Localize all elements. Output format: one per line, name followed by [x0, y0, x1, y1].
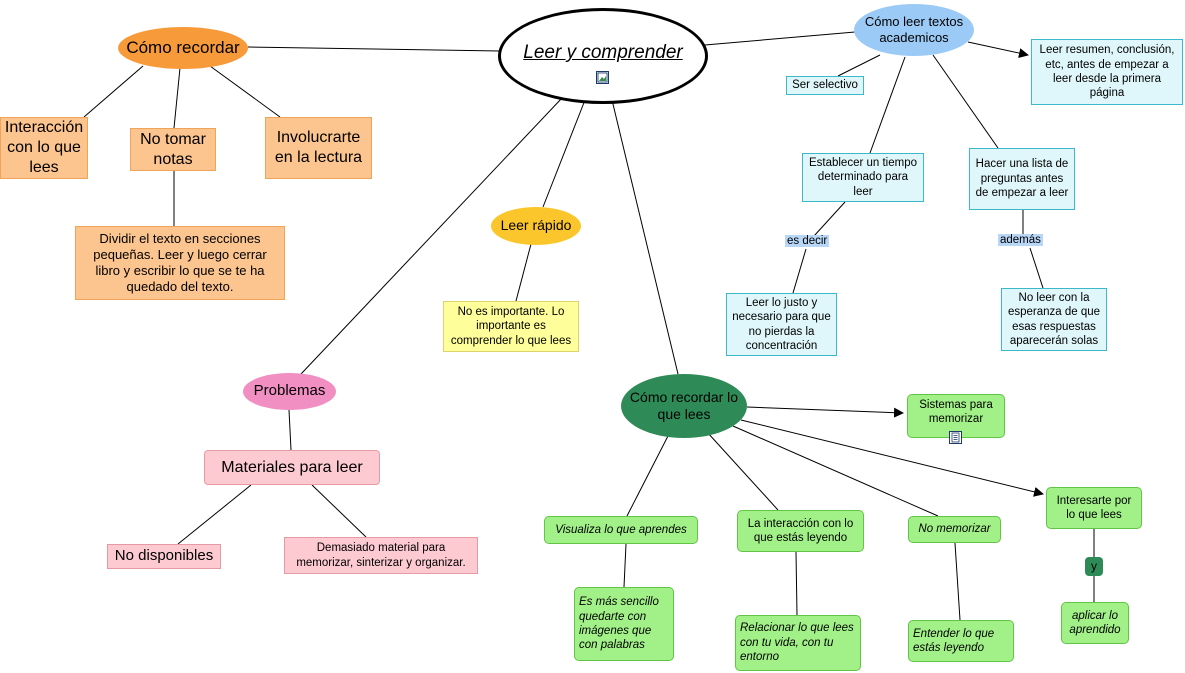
leer-justo-node[interactable]: Leer lo justo y necesario para que no pi… [726, 293, 837, 356]
lista-preguntas-label: Hacer una lista de preguntas antes de em… [975, 158, 1069, 200]
leer-rapido-label: Leer rápido [500, 217, 572, 234]
materiales-node[interactable]: Materiales para leer [204, 450, 380, 485]
involucrarte-label: Involucrarte en la lectura [274, 129, 363, 166]
interesarte-node[interactable]: Interesarte por lo que lees [1046, 487, 1142, 529]
interesarte-label: Interesarte por lo que lees [1056, 494, 1132, 521]
no-memorizar-node[interactable]: No memorizar [908, 516, 1001, 543]
mas-sencillo-label: Es más sencillo quedarte con imágenes qu… [579, 596, 659, 652]
leer-resumen-label: Leer resumen, conclusión, etc, antes de … [1039, 44, 1175, 100]
ser-selectivo-node[interactable]: Ser selectivo [786, 76, 864, 95]
como-recordar-node[interactable]: Cómo recordar [118, 27, 248, 69]
no-leer-esperanza-label: No leer con la esperanza de que esas res… [1007, 291, 1101, 347]
interaccion-leyendo-node[interactable]: La interacción con lo que estás leyendo [737, 510, 864, 552]
interaccion-label: Interacción con lo que lees [4, 119, 84, 176]
entender-label: Entender lo que estás leyendo [913, 627, 995, 654]
interaccion-node[interactable]: Interacción con lo que lees [0, 117, 88, 179]
dividir-texto-label: Dividir el texto en secciones pequeñas. … [93, 230, 267, 295]
textos-academicos-node[interactable]: Cómo leer textos academicos [854, 4, 974, 56]
ser-selectivo-label: Ser selectivo [792, 79, 858, 92]
no-es-importante-label: No es importante. Lo importante es compr… [450, 305, 572, 347]
problemas-node[interactable]: Problemas [243, 373, 336, 410]
establecer-tiempo-node[interactable]: Establecer un tiempo determinado para le… [802, 153, 924, 202]
materiales-label: Materiales para leer [221, 458, 363, 476]
no-memorizar-label: No memorizar [918, 523, 991, 536]
demasiado-material-node[interactable]: Demasiado material para memorizar, sinte… [284, 537, 478, 574]
involucrarte-node[interactable]: Involucrarte en la lectura [265, 117, 372, 179]
image-icon[interactable] [596, 71, 609, 84]
sistemas-memorizar-label: Sistemas para memorizar [919, 398, 993, 425]
visualiza-label: Visualiza lo que aprendes [555, 523, 687, 536]
leer-rapido-node[interactable]: Leer rápido [491, 207, 581, 245]
problemas-label: Problemas [253, 382, 326, 400]
leer-justo-label: Leer lo justo y necesario para que no pi… [732, 296, 831, 352]
visualiza-node[interactable]: Visualiza lo que aprendes [544, 516, 698, 544]
document-icon[interactable] [949, 431, 962, 444]
no-es-importante-node[interactable]: No es importante. Lo importante es compr… [443, 301, 579, 352]
aplicar-label: aplicar lo aprendido [1069, 609, 1121, 636]
lista-preguntas-node[interactable]: Hacer una lista de preguntas antes de em… [969, 148, 1075, 210]
no-leer-esperanza-node[interactable]: No leer con la esperanza de que esas res… [1001, 288, 1107, 351]
como-recordar-label: Cómo recordar [126, 38, 240, 58]
central-topic-label: Leer y comprender [523, 42, 683, 63]
no-tomar-notas-node[interactable]: No tomar notas [130, 128, 216, 171]
recordar-lees-node[interactable]: Cómo recordar lo que lees [621, 374, 747, 438]
central-topic[interactable]: Leer y comprender [498, 8, 708, 104]
no-tomar-notas-label: No tomar notas [140, 130, 206, 168]
entender-node[interactable]: Entender lo que estás leyendo [908, 620, 1014, 662]
recordar-lees-label: Cómo recordar lo que lees [629, 388, 739, 423]
y-connector-label: y [1085, 557, 1103, 576]
relacionar-label: Relacionar lo que lees con tu vida, con … [740, 622, 854, 664]
mas-sencillo-node[interactable]: Es más sencillo quedarte con imágenes qu… [574, 587, 674, 661]
ademas-label: además [998, 234, 1043, 246]
y-label: y [1091, 559, 1097, 573]
sistemas-memorizar-node[interactable]: Sistemas para memorizar [907, 394, 1005, 438]
no-disponibles-node[interactable]: No disponibles [107, 544, 221, 569]
relacionar-node[interactable]: Relacionar lo que lees con tu vida, con … [735, 615, 861, 671]
aplicar-node[interactable]: aplicar lo aprendido [1061, 602, 1129, 644]
leer-resumen-node[interactable]: Leer resumen, conclusión, etc, antes de … [1031, 39, 1183, 105]
no-disponibles-label: No disponibles [114, 547, 214, 565]
establecer-tiempo-label: Establecer un tiempo determinado para le… [808, 156, 918, 198]
textos-academicos-label: Cómo leer textos academicos [864, 13, 964, 45]
demasiado-material-label: Demasiado material para memorizar, sinte… [296, 542, 466, 569]
es-decir-label: es decir [785, 235, 830, 247]
dividir-texto-node[interactable]: Dividir el texto en secciones pequeñas. … [75, 226, 285, 300]
interaccion-leyendo-label: La interacción con lo que estás leyendo [747, 517, 854, 544]
